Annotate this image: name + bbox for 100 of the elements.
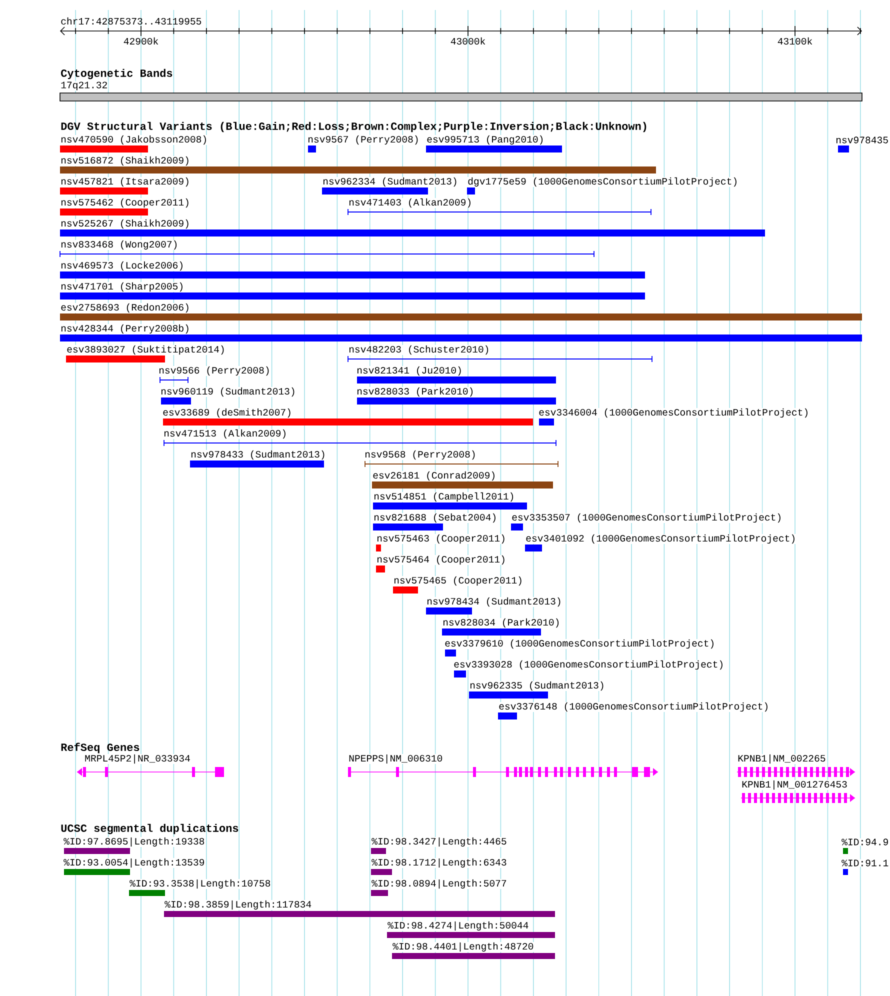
node-label: %ID:91.1 — [842, 860, 888, 866]
node-label: nsv821341 (Ju2010) — [357, 366, 461, 376]
variant-bar: esv3353507 (1000GenomesConsortiumPilotProject) — [511, 513, 783, 530]
variant-bar: nsv457821 (Itsara2009) — [60, 177, 190, 194]
variant-bar: nsv821688 (Sebat2004) — [373, 513, 498, 530]
coordinate-range: chr17:42875373..43119955 — [61, 17, 202, 25]
node-label: nsv962335 (Sudmant2013) — [470, 681, 604, 691]
variant-bar: dgv1775e59 (1000GenomesConsortiumPilotProject) — [467, 177, 739, 194]
variant-bar: nsv978433 (Sudmant2013) — [190, 450, 326, 468]
variant-bar: nsv978435 — [835, 136, 889, 152]
duplication-bar: %ID:98.3859|Length:117834 — [164, 900, 555, 917]
duplication-bar: %ID:98.0894|Length:5077 — [371, 879, 508, 896]
variant-bar: nsv978434 (Sudmant2013) — [426, 597, 562, 614]
node-label: nsv962334 (Sudmant2013) — [323, 177, 456, 187]
node-label: nsv833468 (Wong2007) — [61, 240, 177, 250]
node-label: %ID:94.9 — [842, 838, 888, 846]
gene-model: KPNB1|NM_002265 — [736, 754, 856, 777]
node-label: nsv471701 (Sharp2005) — [61, 282, 182, 292]
track-title: RefSeq Genes — [61, 742, 140, 754]
variant-bar: nsv428344 (Perry2008b) — [60, 324, 862, 342]
node-label: KPNB1|NM_002265 — [738, 754, 826, 764]
node-label: nsv470590 (Jakobsson2008) — [61, 135, 206, 145]
variant-bar: esv2758693 (Redon2006) — [60, 303, 862, 320]
variant-bar: nsv514851 (Campbell2011) — [373, 492, 527, 510]
node-label: nsv828033 (Park2010) — [357, 387, 473, 397]
node-label: nsv516872 (Shaikh2009) — [61, 156, 188, 166]
variant-bar: nsv962335 (Sudmant2013) — [469, 681, 606, 698]
node-label: nsv525267 (Shaikh2009) — [61, 219, 188, 229]
gene-model: KPNB1|NM_001276453 — [740, 780, 856, 803]
tick-label: 43100k — [778, 37, 812, 45]
variant-bar: nsv471701 (Sharp2005) — [60, 282, 645, 300]
variant-bar: nsv9566 (Perry2008) — [158, 366, 271, 384]
node-label: %ID:93.3538|Length:10758 — [130, 879, 270, 889]
tick-label: 43000k — [450, 37, 486, 45]
variant-bar: nsv960119 (Sudmant2013) — [160, 387, 296, 404]
duplication-bar: %ID:98.4274|Length:50044 — [387, 921, 555, 938]
node-label: nsv471513 (Alkan2009) — [164, 429, 286, 439]
node-label: KPNB1|NM_001276453 — [742, 780, 847, 790]
track-title: DGV Structural Variants (Blue:Gain;Red:Loss;Brown:Complex;Purple:Inversion;Black:Unknown) — [61, 122, 646, 132]
node-label: %ID:98.3427|Length:4465 — [372, 837, 506, 847]
node-label: %ID:98.4401|Length:48720 — [392, 942, 534, 952]
variant-bar: nsv821341 (Ju2010) — [356, 366, 556, 384]
variant-bar: esv3379610 (1000GenomesConsortiumPilotProject) — [444, 639, 716, 656]
variant-bar: esv3401092 (1000GenomesConsortiumPilotProject) — [525, 534, 797, 552]
node-label: esv995713 (Pang2010) — [427, 135, 543, 145]
gene-model: MRPL45P2|NR_033934 — [76, 754, 224, 777]
node-label: nsv482203 (Schuster2010) — [349, 345, 488, 355]
variant-bar: esv3346004 (1000GenomesConsortiumPilotProject) — [538, 408, 810, 426]
duplication-bar: %ID:94.9 — [841, 838, 890, 854]
variant-bar: nsv516872 (Shaikh2009) — [60, 156, 656, 174]
node-label: esv3401092 (1000GenomesConsortiumPilotProject) — [526, 534, 794, 544]
node-label: esv2758693 (Redon2006) — [61, 303, 188, 313]
variant-bar: nsv471513 (Alkan2009) — [163, 429, 556, 446]
node-label: nsv978433 (Sudmant2013) — [191, 450, 324, 460]
variant-bar: nsv471403 (Alkan2009) — [348, 198, 652, 216]
variant-bar: nsv525267 (Shaikh2009) — [60, 219, 765, 236]
variant-bar: esv3393028 (1000GenomesConsortiumPilotProject) — [453, 660, 725, 678]
duplication-bar: %ID:91.1 — [841, 859, 890, 875]
variant-bar: nsv9567 (Perry2008) — [307, 135, 420, 152]
variant-bar: esv995713 (Pang2010) — [426, 135, 562, 152]
node-label: esv26181 (Conrad2009) — [373, 471, 494, 481]
gene-model: NPEPPS|NM_006310 — [348, 754, 658, 777]
node-label: esv33689 (deSmith2007) — [163, 408, 290, 418]
duplication-bar: %ID:93.0054|Length:13539 — [63, 858, 206, 875]
node-label: esv3346004 (1000GenomesConsortiumPilotProject) — [539, 408, 808, 418]
variant-bar: esv3893027 (Suktitipat2014) — [66, 345, 226, 362]
variant-bar: nsv828034 (Park2010) — [442, 618, 561, 636]
duplication-bar: %ID:98.1712|Length:6343 — [371, 858, 508, 875]
duplication-bar: %ID:93.3538|Length:10758 — [129, 879, 272, 896]
node-label: nsv575462 (Cooper2011) — [61, 198, 188, 208]
variant-bar: nsv828033 (Park2010) — [356, 387, 556, 404]
variant-bar: nsv575463 (Cooper2011) — [376, 534, 506, 552]
node-label: esv3893027 (Suktitipat2014) — [67, 345, 224, 355]
node-label: nsv9567 (Perry2008) — [308, 135, 418, 145]
node-label: nsv575464 (Cooper2011) — [377, 555, 504, 565]
node-label: nsv821688 (Sebat2004) — [374, 513, 496, 523]
variant-bar: nsv9568 (Perry2008) — [364, 450, 558, 468]
node-label: esv3393028 (1000GenomesConsortiumPilotProject) — [454, 660, 722, 670]
track-title: UCSC segmental duplications — [61, 824, 238, 834]
node-label: esv3376148 (1000GenomesConsortiumPilotProject) — [499, 702, 768, 712]
node-label: %ID:98.3859|Length:117834 — [164, 900, 312, 910]
node-label: nsv514851 (Campbell2011) — [374, 492, 514, 502]
node-label: nsv828034 (Park2010) — [443, 618, 559, 628]
variant-bar: nsv470590 (Jakobsson2008) — [60, 135, 208, 152]
variant-bar: nsv482203 (Schuster2010) — [348, 345, 652, 362]
node-label: NPEPPS|NM_006310 — [349, 754, 442, 764]
node-label: nsv471403 (Alkan2009) — [349, 198, 470, 208]
node-label: MRPL45P2|NR_033934 — [85, 754, 190, 764]
duplication-bar: %ID:98.4401|Length:48720 — [392, 942, 555, 959]
variant-bar: nsv575462 (Cooper2011) — [60, 198, 190, 216]
cytoband-bar: 17q21.32 — [60, 81, 862, 102]
node-label: nsv978434 (Sudmant2013) — [427, 597, 560, 607]
variant-bar: esv26181 (Conrad2009) — [372, 471, 553, 488]
node-label: 17q21.32 — [61, 82, 107, 90]
node-label: nsv9566 (Perry2008) — [159, 366, 269, 376]
duplication-bar: %ID:98.3427|Length:4465 — [371, 837, 508, 854]
duplication-bar: %ID:97.8695|Length:19338 — [63, 837, 206, 854]
node-label: %ID:98.0894|Length:5077 — [372, 879, 506, 889]
variant-bar: nsv575464 (Cooper2011) — [376, 555, 506, 572]
variant-bar: nsv469573 (Locke2006) — [60, 261, 645, 278]
